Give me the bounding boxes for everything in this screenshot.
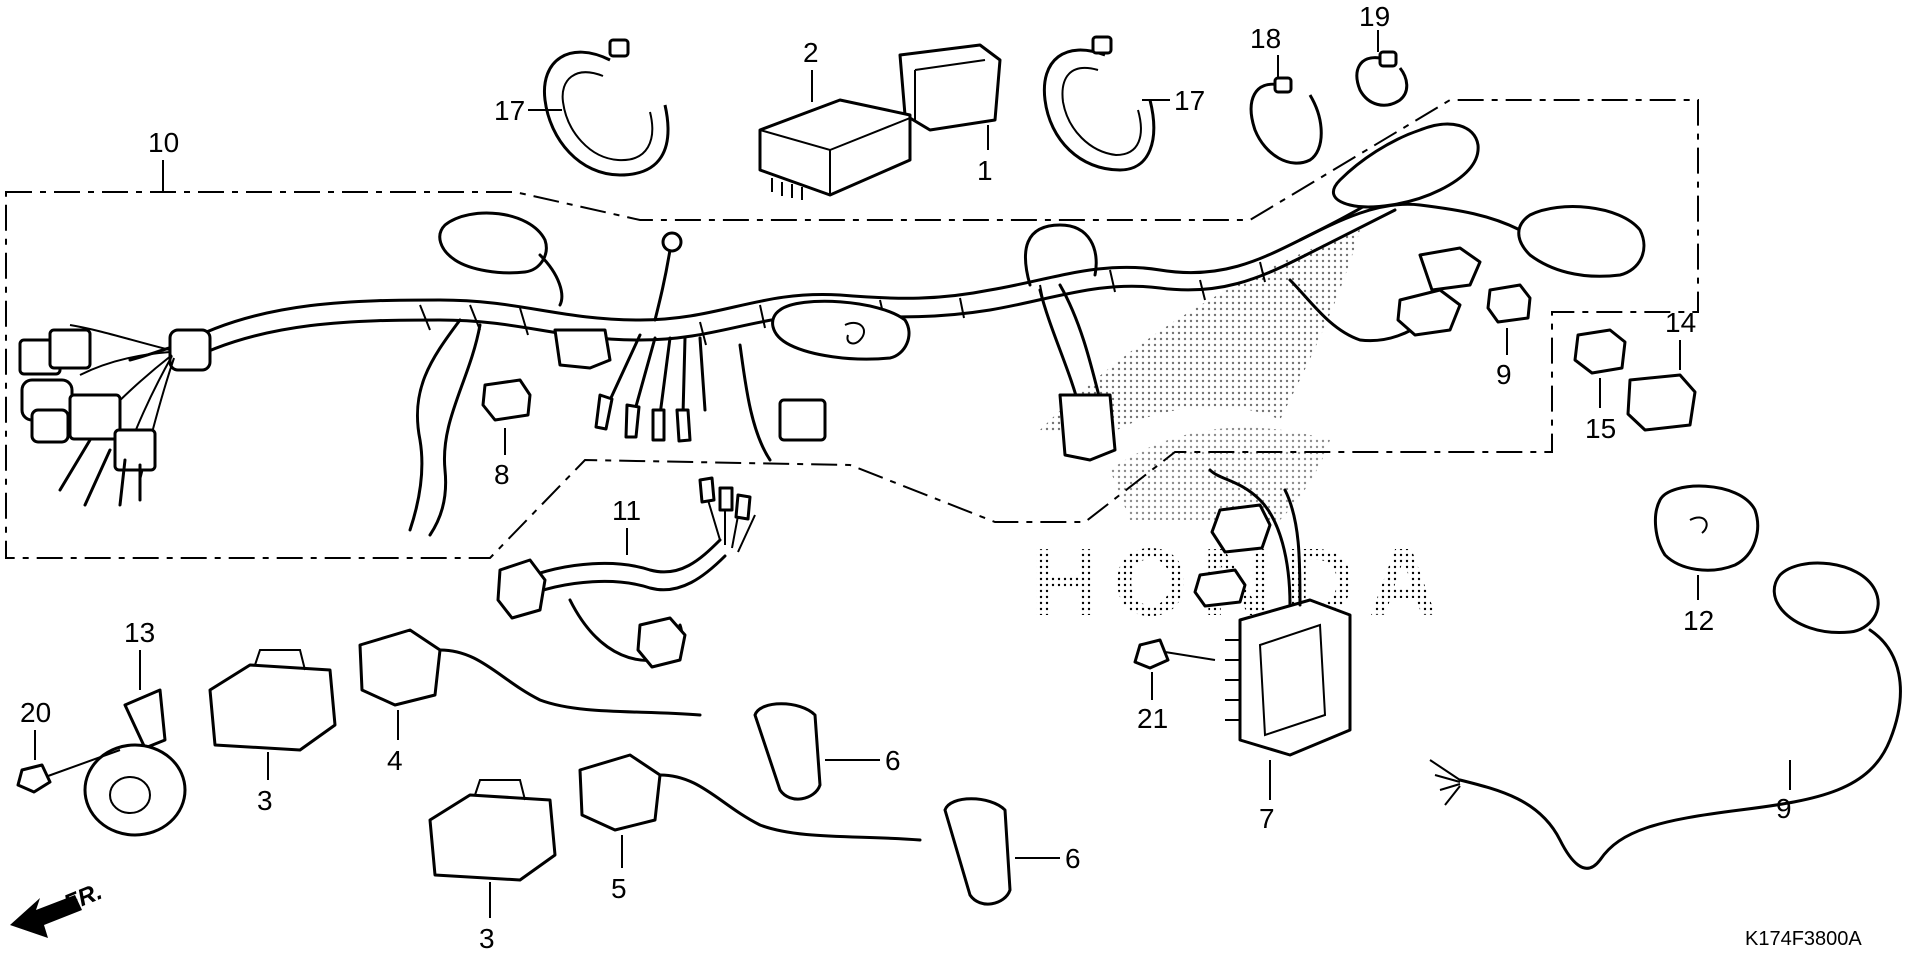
harness-boundary (5, 99, 1699, 559)
part-12-sub-harness: 11 (496, 476, 756, 669)
svg-text:15: 15 (1585, 413, 1616, 444)
svg-text:17: 17 (494, 95, 525, 126)
svg-text:3: 3 (479, 923, 495, 954)
part-18-band: 18 (1249, 23, 1323, 165)
part-19-clip: 19 (1355, 1, 1409, 107)
part-3-cap-upper: 3 (208, 649, 337, 816)
part-10-label: 10 (148, 127, 179, 192)
part-3-cap-lower: 3 (428, 779, 557, 954)
svg-text:7: 7 (1259, 803, 1275, 834)
svg-text:6: 6 (885, 745, 901, 776)
part-1-connector-cover: 1 (898, 43, 1002, 186)
svg-text:18: 18 (1250, 23, 1281, 54)
connector (68, 393, 122, 441)
svg-text:2: 2 (803, 37, 819, 68)
svg-text:6: 6 (1065, 843, 1081, 874)
ring-terminal (661, 231, 683, 253)
svg-text:1: 1 (977, 155, 993, 186)
part-6-plug-cap-upper: 6 (753, 702, 901, 801)
connector (1396, 288, 1462, 337)
svg-text:19: 19 (1359, 1, 1390, 32)
drawing-code: K174F3800A (1745, 928, 1862, 950)
svg-text:10: 10 (148, 127, 179, 158)
part-16-relay: 15 (1573, 328, 1627, 444)
connector (113, 428, 157, 472)
part-20-bolt: 20 (16, 697, 121, 794)
part-6-plug-cap-lower: 6 (943, 797, 1081, 906)
part-7-regulator-rectifier: 7 (1193, 468, 1352, 834)
svg-text:20: 20 (20, 697, 51, 728)
svg-text:8: 8 (494, 459, 510, 490)
connector (48, 328, 92, 370)
rubber-boot (438, 211, 548, 275)
svg-text:11: 11 (612, 495, 641, 526)
part-9-relay: 9 (1486, 283, 1532, 390)
svg-text:12: 12 (1683, 605, 1714, 636)
part-21-bolt: 21 (1133, 638, 1216, 734)
svg-text:3: 3 (257, 785, 273, 816)
connector (778, 398, 827, 442)
grommet (168, 328, 212, 372)
bullet-connectors (594, 393, 692, 443)
svg-text:13: 13 (124, 617, 155, 648)
main-wire-harness (18, 122, 1646, 537)
svg-text:17: 17 (1174, 85, 1205, 116)
harness-clamp (553, 328, 612, 370)
front-direction-indicator: FR. (10, 878, 106, 938)
connector (30, 408, 70, 444)
svg-text:14: 14 (1665, 307, 1696, 338)
part-11-sub-harness: 9 (1429, 561, 1902, 870)
rubber-boot (771, 299, 911, 361)
connector (1058, 393, 1117, 462)
part-15-flasher: 14 (1626, 307, 1697, 432)
svg-text:21: 21 (1137, 703, 1168, 734)
svg-text:5: 5 (611, 873, 627, 904)
part-4-ignition-coil: 4 (358, 628, 702, 776)
connector (1418, 246, 1482, 292)
part-17-band-left: 17 (494, 38, 670, 177)
svg-text:9: 9 (1496, 359, 1512, 390)
part-17-band-right: 17 (1042, 35, 1205, 172)
part-14-horn-bracket: 13 (83, 617, 187, 837)
part-13-rubber-boot: 12 (1653, 484, 1760, 636)
svg-text:FR.: FR. (60, 878, 106, 918)
rubber-boot (1332, 122, 1480, 209)
part-8-relay: 8 (481, 378, 532, 490)
svg-text:4: 4 (387, 745, 403, 776)
part-5-ignition-coil: 5 (578, 753, 922, 904)
arrow-icon (10, 895, 82, 938)
rubber-boot (1517, 205, 1646, 278)
svg-text:9: 9 (1776, 793, 1792, 824)
part-2-control-module: 2 (758, 37, 912, 200)
